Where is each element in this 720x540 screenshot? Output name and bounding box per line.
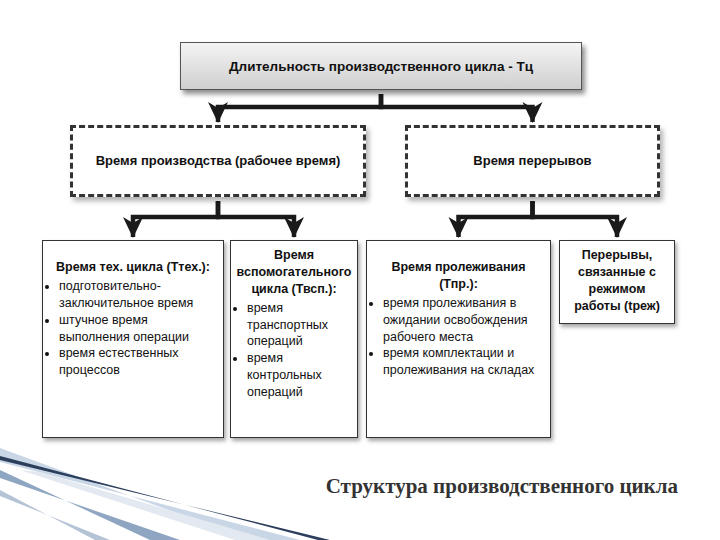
- connector-arrow: [381, 94, 533, 122]
- connector-arrow: [533, 201, 618, 237]
- streak: [0, 490, 110, 540]
- streak: [20, 470, 270, 540]
- box-heading: Время вспомогательного цикла (Твсп.):: [236, 247, 352, 298]
- node-label: Время производства (рабочее время): [96, 153, 341, 169]
- node-label: Длительность производственного цикла - Т…: [229, 59, 533, 74]
- component-box: Перерывы, связанные с режимом работы (tр…: [559, 240, 675, 324]
- component-box: Время тех. цикла (Ттех.): подготовительно…: [42, 240, 224, 438]
- bullet-item: время комплектации и пролеживания на скл…: [383, 345, 545, 379]
- caption: Структура производственного цикла: [326, 474, 678, 499]
- component-box: Время вспомогательного цикла (Твсп.):вре…: [230, 240, 358, 438]
- box-heading: Время тех. цикла (Ттех.):: [48, 259, 218, 276]
- streak: [0, 448, 300, 540]
- bullet-list: время пролеживания в ожидании освобожден…: [372, 295, 545, 379]
- bullet-item: штучное время выполнения операции: [59, 312, 218, 346]
- group-box: Время перерывов: [405, 125, 660, 197]
- group-box: Время производства (рабочее время): [70, 125, 366, 197]
- connector-arrow: [133, 201, 218, 237]
- box-heading: Время пролеживания (Тпр.):: [372, 259, 545, 293]
- connector-arrow: [218, 94, 381, 122]
- bullet-item: время контрольных операций: [247, 350, 352, 401]
- bullet-item: время естественных процессов: [59, 345, 218, 379]
- bullet-item: время транспортных операций: [247, 300, 352, 351]
- bullet-list: подготовительно-заключительное времяштуч…: [48, 278, 218, 379]
- bullet-item: подготовительно-заключительное время: [59, 278, 218, 312]
- box-heading: Перерывы, связанные с режимом работы (tр…: [565, 247, 669, 315]
- streak: [0, 456, 330, 540]
- cycle-box: Длительность производственного цикла - Т…: [180, 42, 582, 90]
- component-box: Время пролеживания (Тпр.):время пролежив…: [366, 240, 551, 438]
- connector-arrow: [459, 201, 533, 237]
- bullet-list: время транспортных операцийвремя контрол…: [236, 300, 352, 401]
- bullet-item: время пролеживания в ожидании освобожден…: [383, 295, 545, 346]
- connector-arrow: [218, 201, 294, 237]
- node-label: Время перерывов: [473, 153, 591, 169]
